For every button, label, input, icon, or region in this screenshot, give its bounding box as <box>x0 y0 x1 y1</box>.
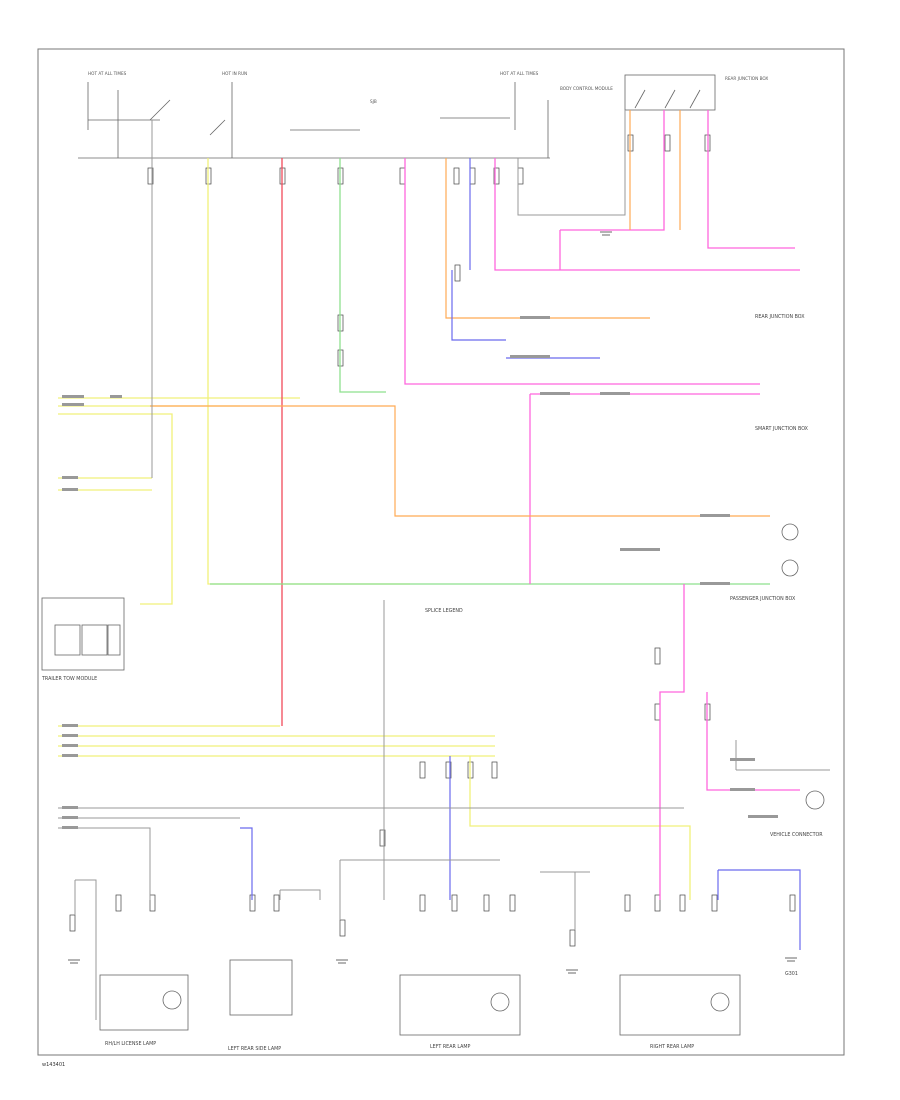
svg-text:REAR JUNCTION BOX: REAR JUNCTION BOX <box>725 76 768 81</box>
orange-wires <box>150 110 770 517</box>
wire-code-marks <box>62 316 778 829</box>
right-rear-lamp-label: RIGHT REAR LAMP <box>650 1044 694 1050</box>
smart-junction-label: SMART JUNCTION BOX <box>755 426 809 432</box>
ground-symbols <box>68 231 797 974</box>
yellow-wires <box>58 158 691 900</box>
splice-legend-label: SPLICE LEGEND <box>425 608 463 614</box>
svg-text:SJB: SJB <box>370 99 377 104</box>
passenger-junction-label: PASSENGER JUNCTION BOX <box>730 596 796 602</box>
diagram-frame <box>37 48 845 1056</box>
rear-junction-label: REAR JUNCTION BOX <box>755 314 805 320</box>
svg-text:BODY CONTROL MODULE: BODY CONTROL MODULE <box>560 86 613 91</box>
left-side-lamp-label: LEFT REAR SIDE LAMP <box>228 1046 281 1052</box>
figure-id: w143401 <box>42 1062 65 1068</box>
component-boxes <box>41 523 825 1036</box>
gray-wires <box>58 110 830 1020</box>
captions: RH/LH LICENSE LAMP LEFT REAR SIDE LAMP L… <box>41 314 823 1068</box>
fuse-bus <box>78 74 716 159</box>
connector-pins <box>69 134 796 947</box>
fuse-labels: HOT AT ALL TIMES HOT IN RUN SJB HOT AT A… <box>88 71 768 104</box>
vehicle-connector-label: VEHICLE CONNECTOR <box>770 832 823 838</box>
license-lamp-label: RH/LH LICENSE LAMP <box>105 1041 156 1047</box>
svg-text:HOT AT ALL TIMES: HOT AT ALL TIMES <box>88 71 127 76</box>
blue-wires <box>240 158 801 950</box>
svg-text:HOT IN RUN: HOT IN RUN <box>222 71 247 76</box>
green-wires <box>210 158 770 585</box>
left-rear-lamp-label: LEFT REAR LAMP <box>430 1044 471 1050</box>
trailer-tow-label: TRAILER TOW MODULE <box>41 676 97 682</box>
pink-wires <box>404 110 800 900</box>
ground-label: G301 <box>785 971 798 977</box>
svg-text:HOT AT ALL TIMES: HOT AT ALL TIMES <box>500 71 539 76</box>
